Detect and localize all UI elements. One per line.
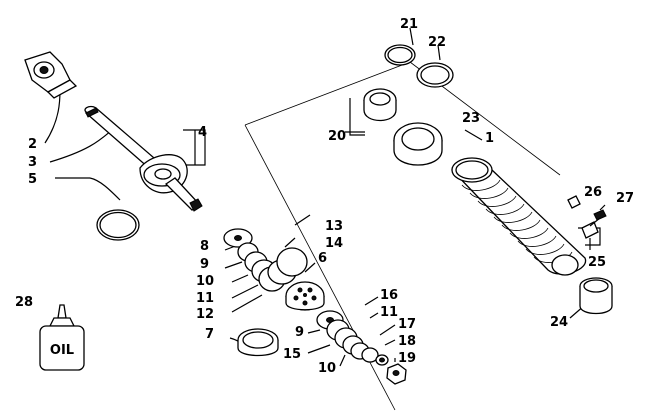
callout-17: 17 [398,317,416,332]
callout-10-right: 10 [318,361,336,376]
callout-2: 2 [28,137,37,152]
callout-20: 20 [328,129,346,144]
callout-24: 24 [550,315,568,330]
o-ring [96,209,140,241]
lower-bushing [579,277,613,315]
callout-4: 4 [198,125,207,140]
callout-11-right: 11 [380,305,398,320]
oil-bottle-label: OIL [50,343,74,358]
callout-labels: 1 2 3 4 5 6 7 8 9 9 10 10 11 11 12 13 14… [15,17,634,376]
callout-6: 6 [318,251,327,266]
callout-12: 12 [196,307,214,322]
callout-18: 18 [398,334,416,349]
left-valve-stack [223,228,325,357]
shock-body [451,157,586,276]
seal-head-parts [363,44,454,166]
callout-22: 22 [428,35,446,50]
callout-26: 26 [584,185,602,200]
callout-9-left: 9 [200,257,209,272]
callout-14: 14 [325,236,343,251]
oil-bottle: OIL [39,304,85,371]
eye-bushing [24,51,78,99]
piston-rod [84,105,203,212]
callout-16: 16 [380,288,398,303]
callout-27: 27 [616,191,634,206]
callout-1: 1 [485,131,494,146]
right-valve-stack [316,310,407,385]
callout-19: 19 [398,351,416,366]
callout-15: 15 [283,347,301,362]
callout-13: 13 [325,219,343,234]
callout-25: 25 [588,255,606,270]
air-valve [567,195,607,239]
callout-7: 7 [205,327,214,342]
callout-21: 21 [400,17,418,32]
callout-11-left: 11 [196,291,214,306]
callout-5: 5 [28,172,37,187]
callout-3: 3 [28,155,37,170]
callout-10-left: 10 [196,274,214,289]
callout-23: 23 [462,111,480,126]
callout-8: 8 [200,239,209,254]
callout-9-right: 9 [295,325,304,340]
callout-28: 28 [15,295,33,310]
